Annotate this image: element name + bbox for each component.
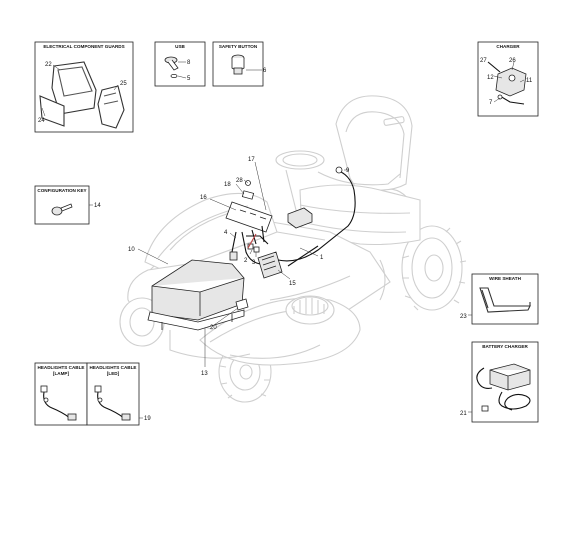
part-num-4: 4 <box>224 230 228 236</box>
box-title-line2: [LAMP] <box>53 371 70 376</box>
part-num: 27 <box>480 58 487 64</box>
part-num-15: 15 <box>289 281 296 287</box>
box-configuration-key: CONFIGURATION KEY 14 <box>34 185 101 225</box>
box-title-line2: [LED] <box>107 371 120 376</box>
box-title: SAFETY BUTTON <box>219 44 258 49</box>
box-title-line1: HEADLIGHTS CABLE <box>38 365 85 370</box>
part-num: 21 <box>460 411 467 417</box>
box-title: WIRE SHEATH <box>489 276 521 281</box>
box-title-line1: HEADLIGHTS CABLE <box>90 365 137 370</box>
box-charger: CHARGER 27 26 12 11 7 <box>477 41 539 117</box>
battery-tray <box>147 309 245 331</box>
box-title: CHARGER <box>496 44 520 49</box>
box-headlights-led: HEADLIGHTS CABLE [LED] 19 <box>86 362 151 426</box>
box-wire-sheath: WIRE SHEATH 23 <box>460 273 539 325</box>
part-num-17: 17 <box>248 157 255 163</box>
box-title: USB <box>175 44 185 49</box>
box-electrical-guards: ELECTRICAL COMPONENT GUARDS 22 25 24 <box>34 41 134 133</box>
main-parts <box>147 166 356 331</box>
part-num-13: 13 <box>201 371 208 377</box>
part-num: 5 <box>187 76 191 82</box>
ecu <box>257 251 283 279</box>
connector-9 <box>335 166 343 174</box>
part-num: 25 <box>120 81 127 87</box>
part-num-18: 18 <box>224 182 231 188</box>
part-num: 14 <box>94 203 101 209</box>
part-num-10: 10 <box>128 247 135 253</box>
box-usb: USB 8 5 <box>154 41 206 87</box>
part-num: 12 <box>487 75 494 81</box>
part-num: 6 <box>263 68 267 74</box>
tractor-illustration <box>119 95 467 403</box>
box-battery-charger: BATTERY CHARGER 21 <box>460 341 539 423</box>
bracket-20 <box>235 298 249 311</box>
part-num: 24 <box>38 118 45 124</box>
part-num-16: 16 <box>200 195 207 201</box>
box-title: BATTERY CHARGER <box>482 344 528 349</box>
part-num-3: 3 <box>252 260 256 266</box>
relay-4 <box>229 251 238 261</box>
control-panel <box>225 201 273 233</box>
connector-18 <box>241 190 255 200</box>
part-num-2: 2 <box>244 258 248 264</box>
box-title: CONFIGURATION KEY <box>37 188 86 193</box>
main-callouts: 17 9 28 18 16 4 10 2 3 1 15 13 20 <box>128 157 350 377</box>
part-num: 7 <box>489 100 493 106</box>
box-title: ELECTRICAL COMPONENT GUARDS <box>43 44 124 49</box>
part-num: 19 <box>144 416 151 422</box>
part-num-20: 20 <box>210 325 217 331</box>
part-num: 11 <box>526 78 533 84</box>
part-num-28: 28 <box>236 178 243 184</box>
part-num: 22 <box>45 62 52 68</box>
part-num: 8 <box>187 60 191 66</box>
box-safety-button: SAFETY BUTTON 6 <box>212 41 267 87</box>
part-num: 26 <box>509 58 516 64</box>
part-num-1: 1 <box>320 255 324 261</box>
part-num-9: 9 <box>346 168 350 174</box>
box-headlights-lamp: HEADLIGHTS CABLE [LAMP] <box>34 362 88 426</box>
safety-module <box>287 207 313 229</box>
part-num: 23 <box>460 314 467 320</box>
